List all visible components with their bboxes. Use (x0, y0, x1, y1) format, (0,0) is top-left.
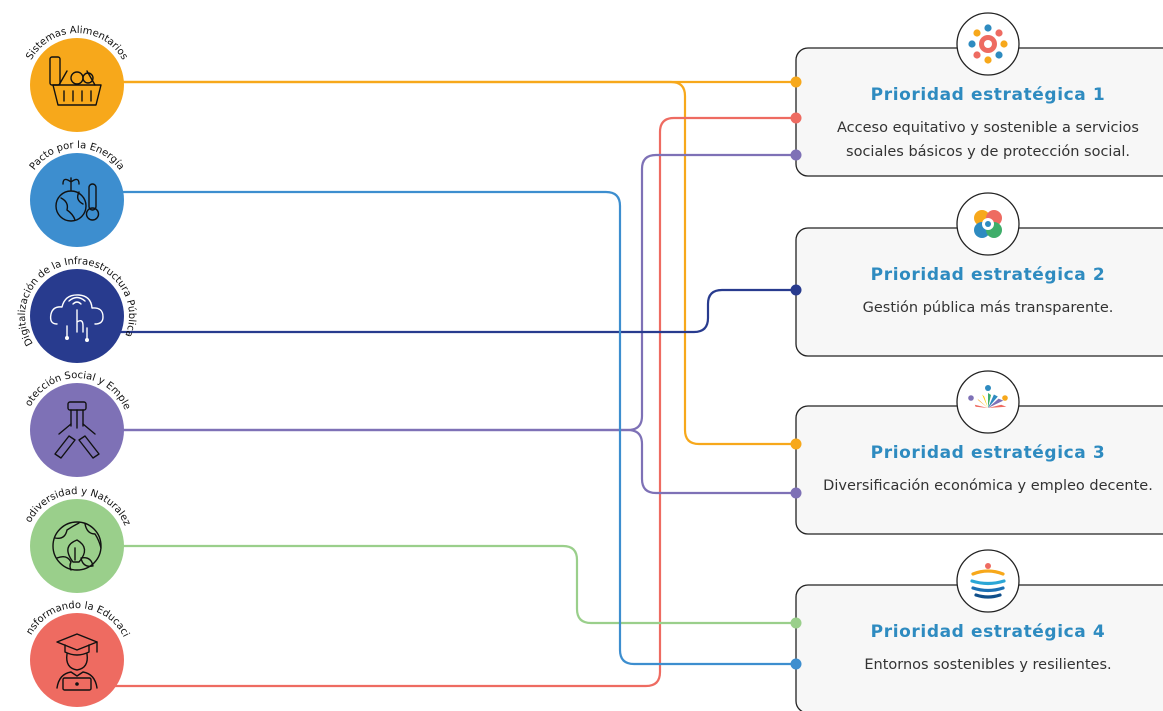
globe-leaf-icon (52, 521, 102, 571)
connector-educacion-to-p1 (97, 116, 796, 688)
connector-dots-layer (790, 76, 802, 670)
connector-digital-to-p2 (97, 288, 796, 334)
priority-boxes-layer: Prioridad estratégica 1 Acceso equitativo… (795, 12, 1163, 711)
graduate-laptop-icon (56, 633, 98, 691)
initiative-sistemas: Sistemas Alimentarios (24, 25, 130, 132)
planet-thermometer-icon (55, 177, 100, 222)
priority-box-4: Prioridad estratégica 4 Entornos sostenib… (795, 549, 1163, 711)
priority-description-line: sociales básicos y de protección social. (846, 144, 1130, 160)
hands-together-icon (54, 401, 100, 459)
initiative-circle (30, 383, 124, 477)
priority-title: Prioridad estratégica 4 (871, 622, 1106, 642)
people-circle-icon (968, 24, 1008, 64)
priority-title: Prioridad estratégica 3 (871, 443, 1106, 463)
initiative-circle (30, 153, 124, 247)
connector-dot-biodiversidad-to-p4 (790, 617, 802, 629)
priority-box-3: Prioridad estratégica 3 Diversificación e… (795, 370, 1163, 535)
connector-dot-energia-to-p4 (790, 658, 802, 670)
connector-sistemas-to-p3 (97, 80, 796, 446)
food-basket-icon (49, 56, 102, 106)
initiative-digital: Digitalización de la Infraestructura Púb… (17, 256, 138, 363)
connector-proteccion-to-p3 (97, 428, 796, 495)
connector-energia-to-p4 (97, 190, 796, 666)
priority-description-line: Diversificación económica y empleo decen… (823, 478, 1153, 494)
connector-proteccion-to-p1 (97, 153, 796, 432)
connector-dot-proteccion-to-p1 (790, 149, 802, 161)
priority-description-line: Entornos sostenibles y resilientes. (864, 657, 1111, 673)
priority-icon-badge (956, 549, 1020, 613)
priority-description-line: Acceso equitativo y sostenible a servici… (837, 120, 1139, 136)
connector-biodiversidad-to-p4 (97, 544, 796, 625)
initiative-energia: Pacto por la Energía (28, 140, 126, 247)
waves-person-icon (970, 563, 1006, 599)
priority-box-2: Prioridad estratégica 2 Gestión pública m… (795, 192, 1163, 357)
connector-dot-digital-to-p2 (790, 284, 802, 296)
connector-dot-proteccion-to-p3 (790, 487, 802, 499)
connector-dot-educacion-to-p1 (790, 112, 802, 124)
connector-dot-sistemas-to-p3 (790, 438, 802, 450)
initiative-circle (30, 613, 124, 707)
fan-people-icon (968, 385, 1008, 408)
priority-box-1: Prioridad estratégica 1 Acceso equitativo… (795, 12, 1163, 177)
priority-title: Prioridad estratégica 1 (871, 85, 1106, 105)
priority-description-line: Gestión pública más transparente. (863, 300, 1114, 316)
initiative-circle (30, 499, 124, 593)
connectors-layer (97, 80, 796, 688)
cloud-touch-icon (49, 294, 104, 342)
connector-dot-sistemas-to-p1 (790, 76, 802, 88)
gear-people-icon (974, 210, 1002, 238)
priority-title: Prioridad estratégica 2 (871, 265, 1106, 285)
